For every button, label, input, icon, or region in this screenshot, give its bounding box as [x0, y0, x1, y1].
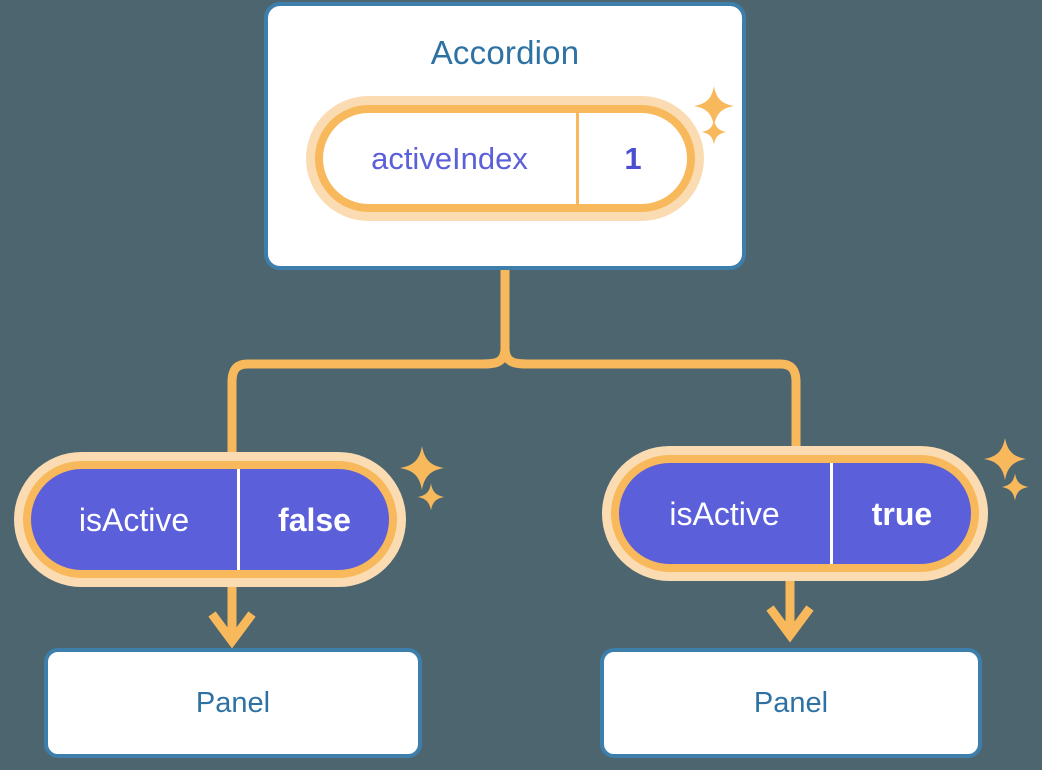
sparkle-four-point-small-icon: [416, 482, 446, 512]
state-pill-value: 1: [576, 113, 687, 204]
panel-card-right[interactable]: Panel: [600, 648, 982, 758]
panel-card-left[interactable]: Panel: [44, 648, 422, 758]
sparkle-four-point-icon: [982, 436, 1028, 482]
state-pill-ring: isActive false: [23, 461, 397, 578]
state-pill-value: false: [237, 469, 389, 570]
panel-card-title: Panel: [753, 686, 829, 719]
panel-card-title: Panel: [195, 686, 271, 719]
connector-branch-right: [500, 343, 801, 457]
state-pill-is-active-false[interactable]: isActive false: [14, 452, 406, 587]
arrow-down-icon-left: [208, 611, 256, 649]
sparkle-four-point-small-icon: [1000, 472, 1030, 502]
state-pill-body: isActive false: [31, 469, 389, 570]
connector-branch-left: [227, 343, 510, 457]
state-pill-key: isActive: [669, 495, 780, 532]
state-pill-value: true: [830, 463, 971, 564]
state-pill-is-active-true[interactable]: isActive true: [602, 446, 988, 581]
state-pill-key: isActive: [78, 501, 190, 538]
state-pill-ring: isActive true: [611, 455, 979, 572]
state-pill-ring: activeIndex 1: [315, 105, 695, 212]
state-pill-key: activeIndex: [371, 141, 528, 176]
state-pill-body: isActive true: [619, 463, 971, 564]
accordion-card-title: Accordion: [430, 34, 580, 71]
arrow-down-icon-right: [766, 605, 814, 643]
state-pill-body: activeIndex 1: [323, 113, 687, 204]
sparkle-four-point-icon: [398, 444, 446, 492]
state-pill-active-index[interactable]: activeIndex 1: [306, 96, 704, 221]
